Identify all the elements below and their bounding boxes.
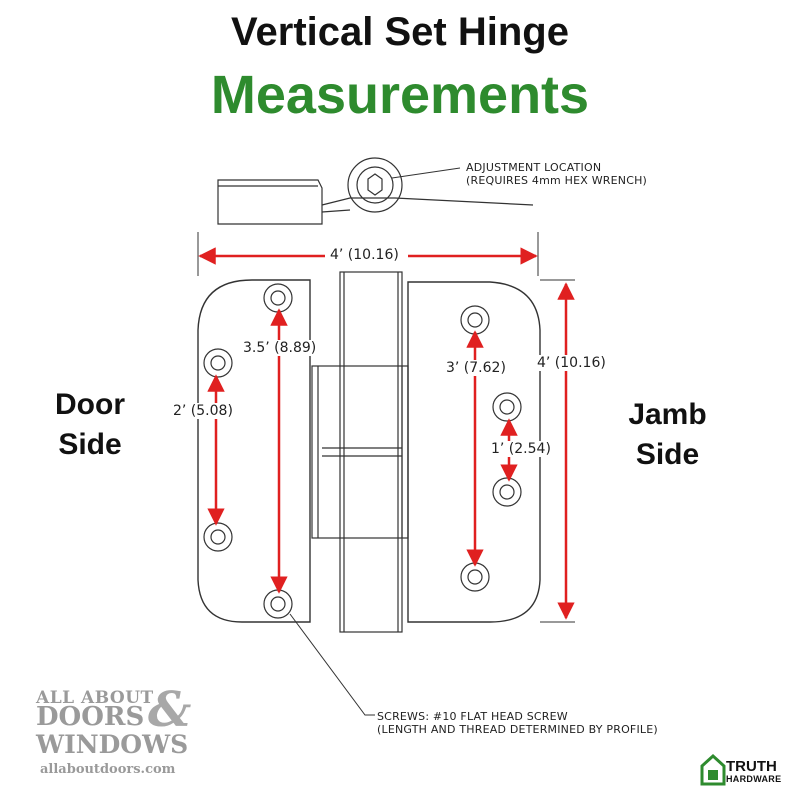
screw-hole-jamb-bottom [460, 562, 490, 592]
adjustment-line-1: ADJUSTMENT LOCATION [466, 161, 602, 174]
screw-hole-door-bottom [263, 589, 293, 619]
overall-width-label: 4’ (10.16) [328, 247, 401, 263]
jamb-outer-label: 3’ (7.62) [446, 360, 506, 376]
maker-logo-line-2: HARDWARE [726, 774, 782, 784]
screws-line-2: (LENGTH AND THREAD DETERMINED BY PROFILE… [377, 723, 658, 736]
door-outer-label: 3.5’ (8.89) [243, 340, 317, 356]
screws-line-1: SCREWS: #10 FLAT HEAD SCREW [377, 710, 568, 723]
door-leaf [197, 279, 311, 623]
screw-hole-door-lower [203, 522, 233, 552]
door-side-label: Door Side [40, 385, 140, 465]
jamb-side-label: Jamb Side [615, 395, 720, 475]
screw-hole-jamb-lower [492, 477, 522, 507]
door-inner-label: 2’ (5.08) [173, 403, 233, 419]
title-line-2: Measurements [210, 65, 590, 125]
adjustment-callout: ADJUSTMENT LOCATION (REQUIRES 4mm HEX WR… [466, 161, 647, 187]
adjustment-line-2: (REQUIRES 4mm HEX WRENCH) [466, 174, 648, 187]
title-line-1: Vertical Set Hinge [231, 10, 569, 54]
screw-hole-jamb-upper [492, 392, 522, 422]
jamb-side-line-1: Jamb [628, 398, 707, 431]
screw-hole-jamb-top [460, 305, 490, 335]
dealer-logo: ALL ABOUT DOORS & WINDOWS allaboutdoors.… [36, 682, 206, 783]
door-side-line-1: Door [55, 388, 125, 421]
overall-height-label: 4’ (10.16) [537, 355, 606, 371]
house-icon [700, 753, 726, 786]
hinge-top-profile [217, 157, 534, 225]
dealer-logo-line-2: DOORS [36, 702, 145, 732]
dealer-logo-url: allaboutdoors.com [40, 762, 176, 777]
jamb-leaf [407, 281, 541, 623]
jamb-side-line-2: Side [635, 438, 700, 471]
door-side-line-2: Side [58, 428, 122, 461]
maker-logo: TRUTH HARDWARE [700, 748, 795, 788]
screws-callout: SCREWS: #10 FLAT HEAD SCREW (LENGTH AND … [377, 710, 658, 736]
knuckle-barrel [311, 271, 409, 633]
screw-hole-door-upper [203, 348, 233, 378]
dealer-logo-line-3: WINDOWS [36, 730, 189, 759]
jamb-inner-label: 1’ (2.54) [491, 441, 551, 457]
dealer-logo-line-1: ALL ABOUT [36, 688, 154, 708]
dealer-logo-ampersand: & [148, 682, 192, 738]
screws-leader [289, 613, 375, 716]
screw-hole-door-top [263, 283, 293, 313]
maker-logo-line-1: TRUTH [726, 758, 777, 775]
adjustment-leader [391, 167, 461, 179]
